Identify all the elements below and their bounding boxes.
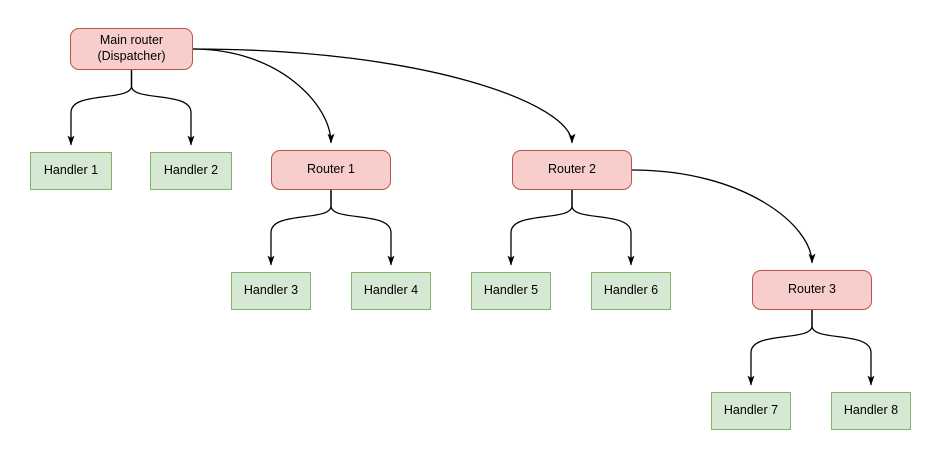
edge-r1-h3 xyxy=(267,190,332,266)
node-label: Router 2 xyxy=(548,162,596,177)
edge-main-h1 xyxy=(67,70,133,146)
edge-main-r2 xyxy=(192,48,576,144)
node-handler-7[interactable]: Handler 7 xyxy=(711,392,791,430)
edge-main-h2 xyxy=(130,70,195,146)
node-label: Handler 5 xyxy=(483,283,539,298)
node-handler-1[interactable]: Handler 1 xyxy=(30,152,112,190)
node-label: Handler 1 xyxy=(43,163,99,178)
node-handler-2[interactable]: Handler 2 xyxy=(150,152,232,190)
node-handler-8[interactable]: Handler 8 xyxy=(831,392,911,430)
edge-r2-h6 xyxy=(571,190,635,266)
node-handler-4[interactable]: Handler 4 xyxy=(351,272,431,310)
node-label: Handler 6 xyxy=(603,283,659,298)
node-router-2[interactable]: Router 2 xyxy=(512,150,632,190)
edge-r1-h4 xyxy=(330,190,395,266)
edge-r2-r3 xyxy=(631,169,816,264)
node-label: Router 1 xyxy=(307,162,355,177)
edge-r2-h5 xyxy=(507,190,573,266)
node-handler-6[interactable]: Handler 6 xyxy=(591,272,671,310)
node-handler-5[interactable]: Handler 5 xyxy=(471,272,551,310)
node-label: Handler 7 xyxy=(723,403,779,418)
edge-main-r1 xyxy=(192,48,335,144)
node-router-3[interactable]: Router 3 xyxy=(752,270,872,310)
edge-r3-h8 xyxy=(811,310,875,386)
node-label: Main router (Dispatcher) xyxy=(97,33,166,63)
edge-r3-h7 xyxy=(747,310,813,386)
node-label: Handler 2 xyxy=(163,163,219,178)
node-handler-3[interactable]: Handler 3 xyxy=(231,272,311,310)
node-label: Handler 4 xyxy=(363,283,419,298)
node-router-1[interactable]: Router 1 xyxy=(271,150,391,190)
node-label: Router 3 xyxy=(788,282,836,297)
node-label: Handler 3 xyxy=(243,283,299,298)
node-label: Handler 8 xyxy=(843,403,899,418)
node-main-router[interactable]: Main router (Dispatcher) xyxy=(70,28,193,70)
